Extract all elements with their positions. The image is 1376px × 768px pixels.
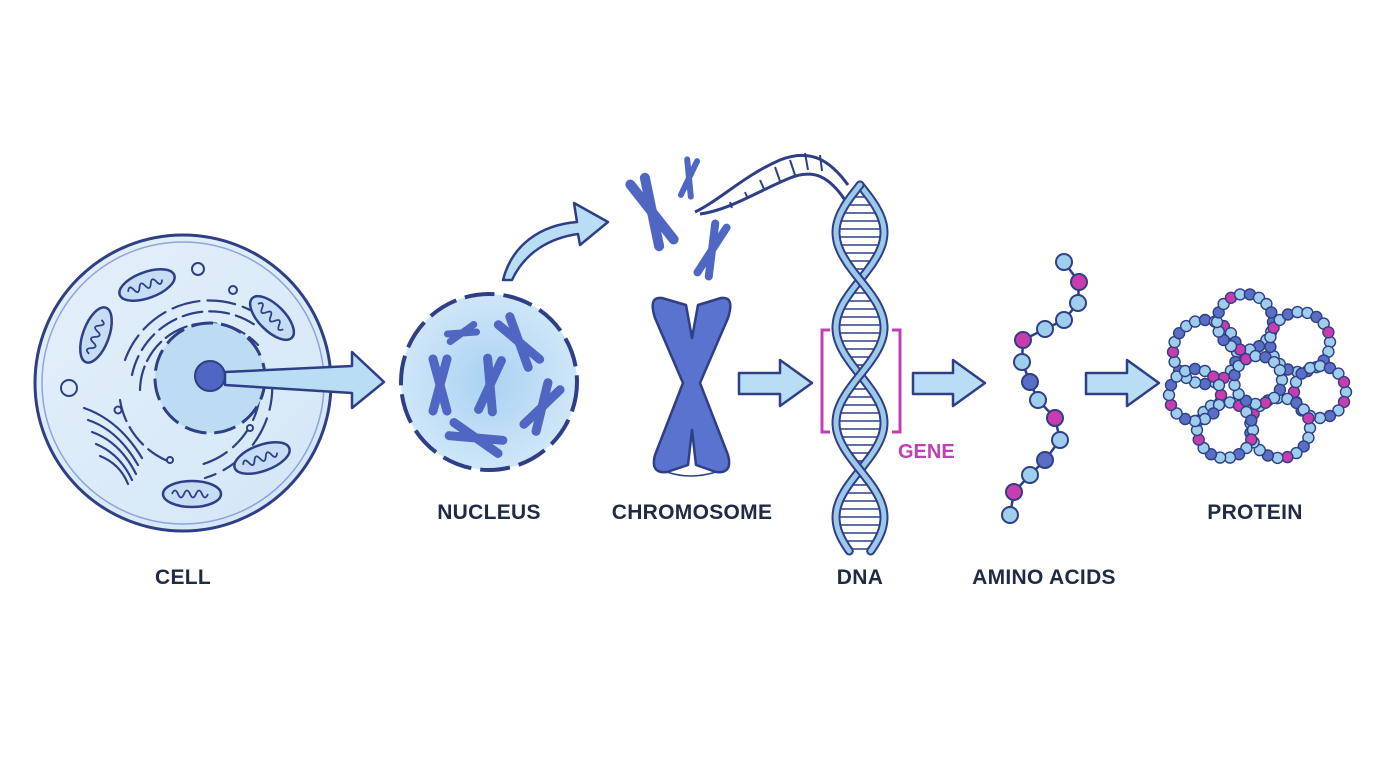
protein-bead	[1168, 355, 1181, 369]
protein-bead	[1164, 378, 1178, 392]
protein-bead	[1337, 375, 1351, 389]
protein-bead	[1188, 362, 1202, 376]
protein-bead	[1170, 370, 1183, 383]
amino-acids-label: AMINO ACIDS	[972, 566, 1116, 589]
protein-bead	[1273, 364, 1287, 377]
protein-illustration: PROTEIN	[1162, 288, 1353, 524]
chromosome-illustration: CHROMOSOME	[612, 156, 814, 524]
protein-bead	[1178, 364, 1192, 378]
cell-label: CELL	[155, 566, 211, 589]
protein-bead	[1198, 412, 1212, 426]
gene-bracket	[820, 328, 902, 434]
protein-bead	[1275, 373, 1289, 387]
protein-bead	[1332, 367, 1345, 380]
gene-label: GENE	[898, 441, 955, 463]
protein-label: PROTEIN	[1207, 501, 1302, 524]
protein-bead	[1212, 378, 1226, 392]
protein-bead	[1207, 407, 1220, 420]
small-chromosomes	[625, 156, 731, 281]
protein-bead	[1162, 388, 1176, 402]
protein-bead	[1198, 364, 1212, 378]
protein-bead	[1245, 414, 1258, 427]
dna-strand	[833, 182, 887, 554]
amino-acid-bead	[1013, 353, 1031, 371]
arrow-dna-to-amino-acids	[911, 358, 987, 408]
protein-bead	[1337, 395, 1351, 409]
protein-bead	[1302, 412, 1315, 425]
protein-bead	[1178, 412, 1192, 426]
amino-acid-bead	[1070, 273, 1088, 291]
amino-acid-bead	[1029, 391, 1047, 409]
protein-bead	[1323, 361, 1337, 375]
protein-bead	[1198, 313, 1212, 327]
protein-bead	[1164, 398, 1178, 412]
protein-bead	[1303, 361, 1317, 375]
amino-acid-bead	[1055, 253, 1073, 271]
amino-acid-bead	[1055, 311, 1073, 329]
amino-acid-chain	[1001, 253, 1088, 524]
dna-strand	[833, 182, 887, 554]
golgi-apparatus	[82, 406, 144, 486]
dna-double-helix	[831, 180, 889, 556]
cell-illustration: CELL	[33, 233, 386, 589]
amino-acid-bead	[1021, 466, 1039, 484]
amino-acid-bead	[1036, 451, 1054, 469]
chromosome-label: CHROMOSOME	[612, 501, 773, 524]
protein-bead	[1323, 409, 1337, 423]
nucleus-label: NUCLEUS	[437, 501, 541, 524]
arrow-chromosome-to-dna	[737, 358, 814, 408]
protein-folded-chain	[1162, 288, 1353, 465]
protein-bead	[1188, 315, 1202, 328]
vesicles	[60, 262, 254, 464]
protein-bead	[1332, 404, 1345, 417]
protein-bead	[1170, 407, 1183, 420]
protein-bead	[1322, 326, 1335, 339]
amino-acid-bead	[1021, 373, 1039, 391]
protein-bead	[1339, 385, 1353, 399]
protein-bead	[1313, 359, 1327, 373]
arrow-nucleus-to-chromosomes	[501, 201, 610, 282]
protein-bead	[1295, 367, 1308, 380]
protein-bead	[1188, 414, 1202, 428]
protein-bead	[1212, 398, 1226, 412]
dna-label: DNA	[837, 566, 883, 589]
amino-acid-bead	[1036, 320, 1054, 338]
arrow-cell-to-nucleus	[223, 350, 386, 410]
amino-acid-bead	[1005, 483, 1023, 501]
protein-bead	[1166, 345, 1180, 359]
mitochondria	[79, 268, 296, 509]
large-chromosome	[651, 296, 732, 474]
arrow-amino-acids-to-protein	[1084, 358, 1161, 408]
nucleus-chromosomes	[428, 312, 565, 458]
amino-acids-illustration: AMINO ACIDS	[972, 253, 1161, 589]
dna-top-rungs	[729, 152, 823, 209]
protein-bead	[1265, 306, 1278, 319]
amino-acid-bead	[1069, 294, 1087, 312]
protein-bead	[1207, 370, 1220, 383]
amino-acid-bead	[1001, 506, 1019, 524]
dna-illustration: GENE DNA	[694, 152, 987, 589]
protein-bead	[1313, 411, 1327, 425]
amino-acid-bead	[1046, 409, 1064, 427]
nucleus-illustration: NUCLEUS	[399, 201, 610, 524]
amino-acid-bead	[1014, 331, 1032, 349]
protein-bead	[1289, 375, 1303, 389]
amino-acid-bead	[1051, 431, 1069, 449]
protein-bead	[1214, 388, 1228, 402]
